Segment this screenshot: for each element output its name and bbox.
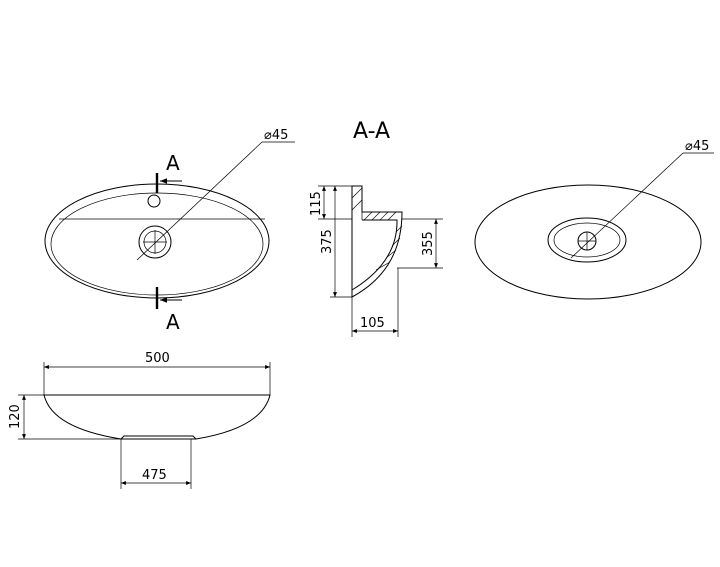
section-depth-dimension: 105 — [360, 316, 385, 331]
front-base-width-dimension: 475 — [142, 468, 167, 483]
drain-outer — [138, 225, 172, 259]
top-view: ⌀45 A A — [44, 128, 295, 334]
faucet-hole — [147, 194, 161, 208]
front-width-dimension: 500 — [145, 351, 170, 366]
section-top-height-dimension: 115 — [309, 191, 324, 216]
bottom-outline — [474, 184, 702, 300]
right-drain-dimension: ⌀45 — [685, 139, 709, 154]
front-height-dimension: 120 — [8, 404, 23, 429]
section-title: A-A — [353, 119, 390, 144]
top-drain-dimension: ⌀45 — [264, 128, 288, 143]
front-view: 500 120 475 — [8, 351, 271, 489]
section-total-height-dimension: 375 — [320, 229, 335, 254]
section-wall-profile — [351, 185, 403, 298]
section-marker-bottom: A — [166, 310, 180, 334]
bottom-foot-outer — [547, 217, 627, 263]
section-marker-top: A — [166, 151, 180, 175]
bottom-drain-leader — [570, 152, 684, 259]
basin-outline-inner — [50, 192, 264, 296]
section-hatching — [351, 187, 403, 271]
section-view: A-A 115 375 355 — [309, 119, 443, 337]
front-foot — [120, 435, 197, 440]
drain-leader — [136, 141, 263, 261]
section-bowl-height-dimension: 355 — [421, 231, 436, 256]
front-outline — [43, 394, 271, 440]
section-bowl-curve — [351, 219, 398, 291]
bottom-foot-inner — [553, 222, 621, 258]
bottom-view: ⌀45 — [474, 139, 714, 300]
